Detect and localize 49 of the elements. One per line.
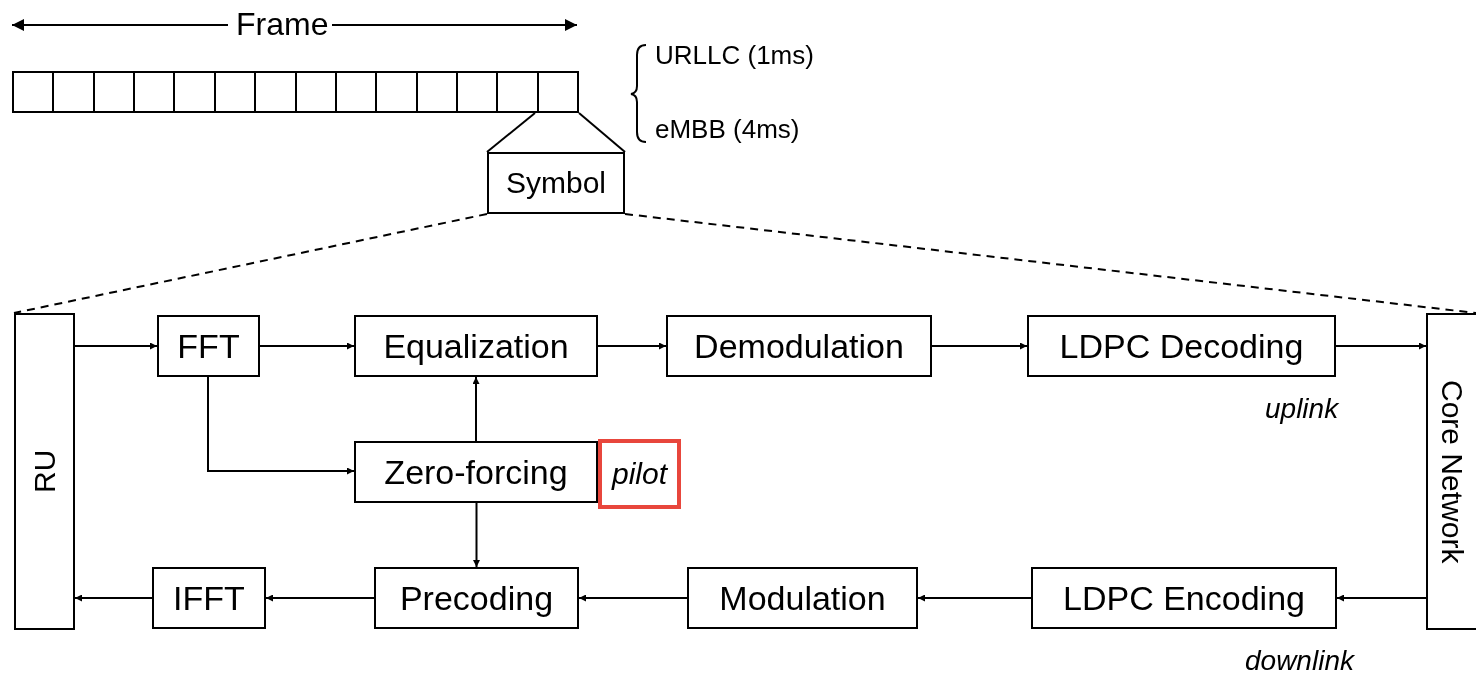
process-box: Precoding: [374, 567, 579, 629]
process-box: Symbol: [487, 152, 625, 214]
frame-slot: [295, 71, 337, 113]
frame-slot: [93, 71, 135, 113]
arrow: [931, 342, 1028, 350]
frame-slot: [335, 71, 377, 113]
direction-label: uplink: [1265, 393, 1339, 425]
arrow: [473, 502, 480, 568]
process-box: Equalization: [354, 315, 598, 377]
zoom-line: [13, 213, 488, 314]
arrow: [1336, 594, 1427, 602]
arrow: [917, 594, 1032, 602]
process-box: Modulation: [687, 567, 918, 629]
zoom-line: [578, 112, 626, 153]
frame-slot: [416, 71, 458, 113]
process-box: LDPC Decoding: [1027, 315, 1336, 377]
process-box: LDPC Encoding: [1031, 567, 1337, 629]
frame-slot: [537, 71, 579, 113]
process-box: Core Network: [1426, 313, 1476, 630]
frame-slot: [12, 71, 54, 113]
process-box: IFFT: [152, 567, 266, 629]
frame-slot: [173, 71, 216, 113]
arrow: [472, 376, 480, 442]
dimension-label: Frame: [236, 6, 329, 43]
arrow: [1335, 342, 1427, 350]
direction-label: downlink: [1245, 645, 1354, 674]
frame-slot: [375, 71, 418, 113]
arrow: [597, 342, 667, 350]
process-box: RU: [14, 313, 75, 630]
process-box: Demodulation: [666, 315, 932, 377]
highlight-box: pilot: [598, 439, 681, 509]
frame-slot: [456, 71, 498, 113]
frame-slot: [214, 71, 256, 113]
frame-slot: [254, 71, 297, 113]
arrow: [259, 342, 355, 350]
process-box: FFT: [157, 315, 260, 377]
zoom-line: [486, 112, 536, 153]
note-label: URLLC (1ms): [655, 40, 814, 71]
arrow: [207, 376, 355, 475]
process-box: Zero-forcing: [354, 441, 598, 503]
frame-slot: [496, 71, 539, 113]
zoom-line: [624, 213, 1476, 314]
arrow: [74, 342, 158, 350]
arrow: [578, 594, 688, 602]
arrow: [74, 594, 153, 602]
arrow: [265, 594, 375, 602]
frame-slot: [133, 71, 175, 113]
frame-slot: [52, 71, 95, 113]
note-label: eMBB (4ms): [655, 114, 800, 145]
